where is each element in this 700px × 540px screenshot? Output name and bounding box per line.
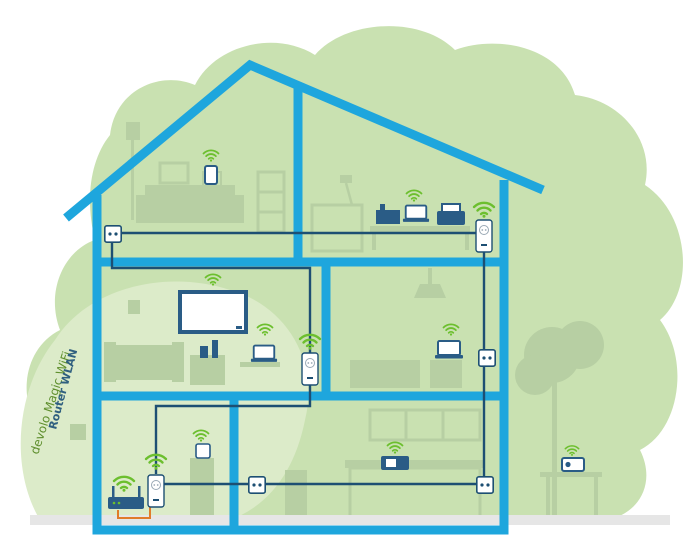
- laptop-icon: [434, 340, 464, 360]
- radio-icon: [381, 456, 409, 470]
- devices: [108, 165, 585, 509]
- house-frame: [63, 59, 545, 535]
- wall-socket-icon: [478, 349, 496, 367]
- laptop-icon: [402, 204, 430, 223]
- phone-icon: [204, 165, 218, 185]
- wall-socket-icon: [248, 476, 266, 494]
- printer-icon: [437, 203, 465, 225]
- radio-icon: [561, 457, 585, 472]
- adapter-plug-icon: [147, 474, 165, 508]
- furniture-decor: [30, 122, 670, 525]
- phone-icon: [376, 204, 400, 224]
- wall-socket-icon: [476, 476, 494, 494]
- power-cable: [117, 500, 151, 519]
- router-icon: [108, 486, 144, 509]
- adapter-plug-icon: [301, 352, 319, 386]
- console-icon: [200, 340, 218, 358]
- tv-icon: [178, 290, 248, 334]
- speaker-icon: [195, 443, 211, 459]
- network-cables: [110, 231, 486, 486]
- background-cloud: [20, 26, 683, 521]
- laptop-icon: [250, 344, 278, 363]
- wall-socket-icon: [104, 225, 122, 243]
- adapter-plug-icon: [475, 219, 493, 253]
